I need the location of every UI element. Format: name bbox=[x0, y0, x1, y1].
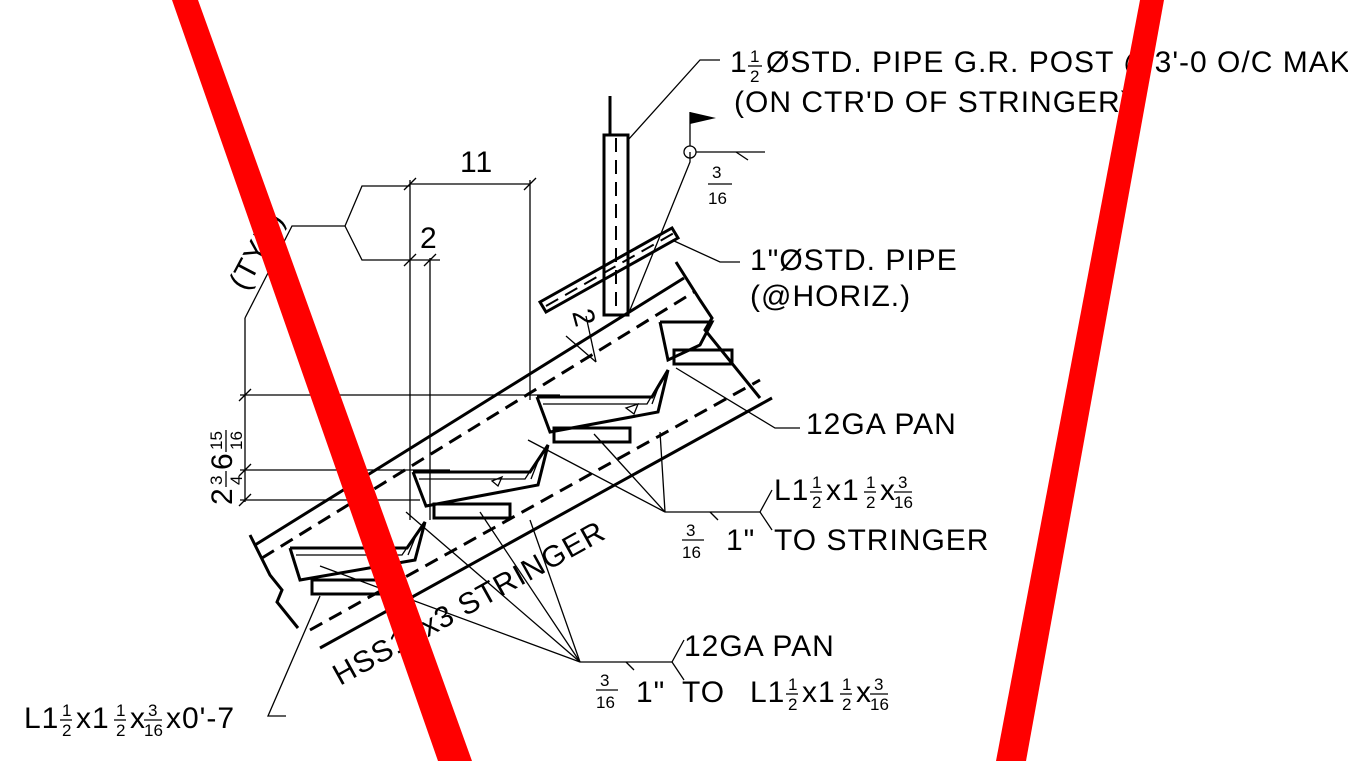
weld-upper-num: 3 bbox=[686, 521, 695, 540]
dim-riser-den: 16 bbox=[227, 431, 246, 450]
angle-lower-f3-num: 3 bbox=[874, 675, 883, 694]
dim-pan-num: 3 bbox=[207, 476, 226, 485]
dim-riser: 6 15 16 bbox=[206, 430, 246, 470]
red-slash-left bbox=[172, 0, 472, 761]
post-frac-num: 1 bbox=[750, 47, 759, 66]
angle-upper-x1: x1 bbox=[826, 474, 860, 507]
angle-left-f3-den: 16 bbox=[144, 721, 163, 740]
angle-lower-f3-den: 16 bbox=[870, 695, 889, 714]
pan-lower-label: 12GA PAN bbox=[684, 630, 835, 663]
angle-left-x1: x1 bbox=[76, 702, 110, 735]
post-callout-line2: (ON CTR'D OF STRINGER) bbox=[734, 86, 1132, 119]
post-callout-line1: ØSTD. PIPE G.R. POST @3'-0 O/C MAK. bbox=[766, 46, 1348, 79]
tread-top bbox=[658, 320, 734, 366]
horizontal-rail bbox=[537, 225, 681, 315]
angle-upper-suffix: TO STRINGER bbox=[774, 524, 989, 557]
angle-upper-f2-num: 1 bbox=[866, 473, 875, 492]
angle-lower-x1: x1 bbox=[802, 676, 836, 709]
angle-left-f3-num: 3 bbox=[148, 701, 157, 720]
pan-upper-label: 12GA PAN bbox=[806, 408, 957, 441]
angle-lower-x2: x bbox=[856, 676, 872, 709]
tread-middle bbox=[411, 444, 550, 520]
angle-upper-f3-num: 3 bbox=[898, 473, 907, 492]
weld-upper-den: 16 bbox=[682, 543, 701, 562]
weld-lower-length: 1" bbox=[636, 676, 665, 709]
angle-upper-f1-num: 1 bbox=[812, 473, 821, 492]
angle-upper-prefix: L1 bbox=[774, 474, 809, 507]
rail-callout-line2: (@HORIZ.) bbox=[750, 280, 911, 313]
angle-left-f2-den: 2 bbox=[116, 721, 125, 740]
angle-upper-f3-den: 16 bbox=[894, 493, 913, 512]
red-slash-right bbox=[996, 0, 1164, 761]
angle-left-x2: x bbox=[130, 702, 146, 735]
red-slash-overlay bbox=[172, 0, 1164, 761]
angle-lower-f2-den: 2 bbox=[842, 695, 851, 714]
angle-lower-f2-num: 1 bbox=[842, 675, 851, 694]
guardrail-post bbox=[602, 96, 630, 317]
dim-pan: 2 3 4 bbox=[206, 471, 246, 505]
angle-upper-x2: x bbox=[880, 474, 896, 507]
angle-upper-f1-den: 2 bbox=[812, 493, 821, 512]
angle-lower-prefix: L1 bbox=[750, 676, 785, 709]
post-callout-pre: 1 bbox=[730, 46, 748, 79]
weld-lower-to: TO bbox=[682, 676, 725, 709]
weld-lower-den: 16 bbox=[596, 693, 615, 712]
angle-lower-f1-num: 1 bbox=[788, 675, 797, 694]
weld-upper-length: 1" bbox=[726, 524, 755, 557]
dim-nosing: 2 bbox=[420, 222, 438, 255]
weld-lower-num: 3 bbox=[600, 671, 609, 690]
angle-upper-f2-den: 2 bbox=[866, 493, 875, 512]
tread-upper bbox=[535, 369, 670, 444]
angle-left-f1-num: 1 bbox=[62, 701, 71, 720]
weld-den-post: 16 bbox=[708, 189, 727, 208]
weld-num-post: 3 bbox=[712, 163, 721, 182]
dim-depth: 2 bbox=[565, 305, 601, 331]
angle-lower-f1-den: 2 bbox=[788, 695, 797, 714]
leaders bbox=[267, 59, 800, 717]
dim-pan-whole: 2 bbox=[206, 487, 239, 505]
angle-left-f1-den: 2 bbox=[62, 721, 71, 740]
dim-riser-num: 15 bbox=[207, 431, 226, 450]
dim-run: 11 bbox=[460, 146, 493, 179]
dim-riser-whole: 6 bbox=[206, 452, 239, 470]
rail-callout-line1: 1"ØSTD. PIPE bbox=[750, 244, 958, 277]
angle-left-suffix: x0'-7 bbox=[166, 702, 235, 735]
dim-pan-den: 4 bbox=[227, 476, 246, 485]
angle-left-f2-num: 1 bbox=[116, 701, 125, 720]
post-frac-den: 2 bbox=[750, 67, 759, 86]
angle-left-prefix: L1 bbox=[24, 702, 59, 735]
